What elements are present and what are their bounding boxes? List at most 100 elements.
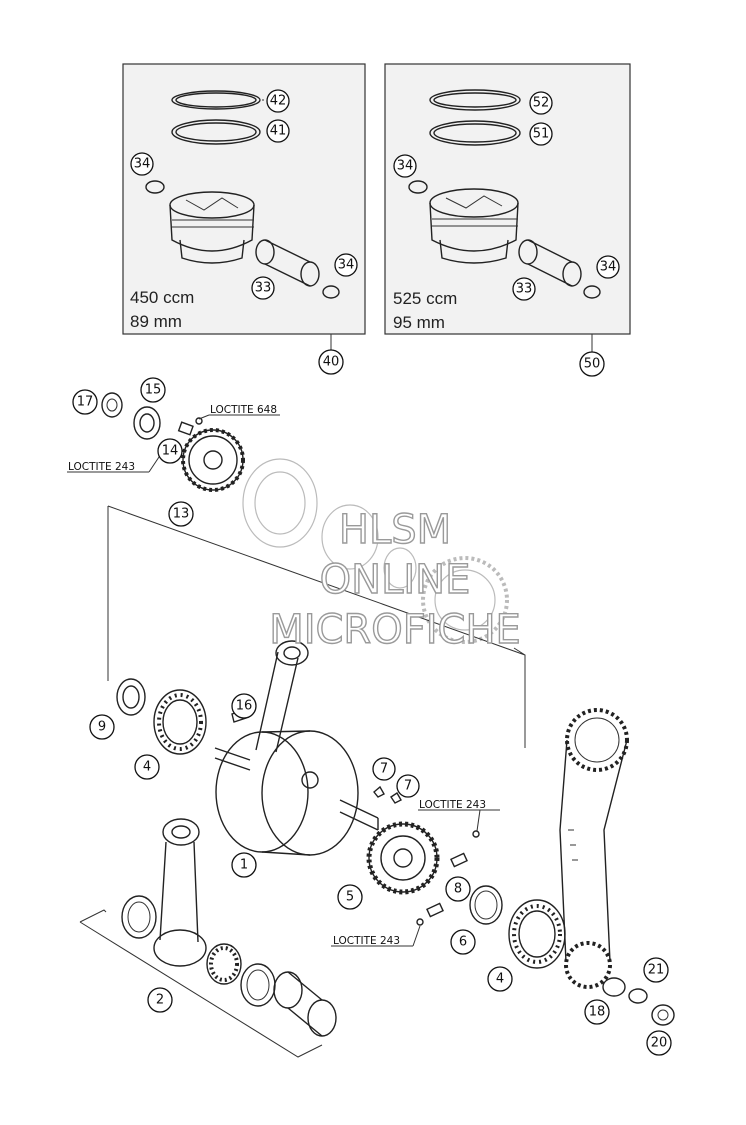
thrust-washer-left [121,895,157,939]
timing-chain-group: 21 18 20 [559,708,675,1056]
callout-4-left[interactable]: 4 [134,754,160,780]
loctite-243-bottom-label: LOCTITE 243 [333,935,400,947]
callout-7b[interactable]: 7 [396,774,420,798]
callout-1[interactable]: 1 [231,852,257,878]
key-7a [373,785,385,798]
bearing-15 [133,406,161,440]
callout-8[interactable]: 8 [445,876,471,902]
piston-525 [429,188,519,264]
svg-text:52: 52 [533,96,550,111]
nut-20 [651,1004,675,1026]
key-7b [390,792,402,804]
crank-pin [273,971,337,1037]
svg-text:18: 18 [589,1005,606,1020]
svg-text:20: 20 [651,1036,668,1051]
primary-gear-group: 7 7 5 8 LOCTITE 243 LOCTITE 243 6 [331,757,566,992]
callout-34-left-450[interactable]: 34 [130,152,154,176]
callout-16[interactable]: 16 [231,693,257,719]
camshaft-sprocket [565,708,629,772]
conrod-kit-group: 2 [79,818,337,1058]
svg-text:41: 41 [270,124,287,139]
svg-text:7: 7 [380,762,388,777]
watermark-line-1: HLSM [339,507,451,553]
callout-50[interactable]: 50 [579,351,605,377]
conrod-2 [153,818,207,967]
svg-text:6: 6 [459,935,467,950]
kit-450-bore: 89 mm [130,312,182,331]
svg-text:13: 13 [173,507,190,522]
callout-51[interactable]: 51 [529,122,553,146]
callout-34-right-450[interactable]: 34 [334,253,358,277]
main-bearing-4-left [153,689,207,755]
kit-450-displacement: 450 ccm [130,288,194,307]
kit-525-frame [384,63,631,335]
balancer-weight-ghost [242,458,509,644]
svg-text:21: 21 [648,963,665,978]
callout-5[interactable]: 5 [337,884,363,910]
needle-bearing [206,943,242,985]
loctite-648-label: LOCTITE 648 [210,404,277,416]
callout-21[interactable]: 21 [643,957,669,983]
svg-text:14: 14 [162,444,179,459]
callout-13[interactable]: 13 [168,501,194,527]
callout-33-450[interactable]: 33 [251,276,275,300]
callout-34-left-525[interactable]: 34 [393,154,417,178]
svg-text:5: 5 [346,890,354,905]
circlip-right-450 [322,285,340,299]
callout-42[interactable]: 42 [266,89,290,113]
main-bearing-4-right [508,899,566,969]
screw-14 [177,417,203,436]
callout-15[interactable]: 15 [140,377,166,403]
svg-text:33: 33 [255,281,272,296]
svg-text:34: 34 [338,258,355,273]
shaft-seal-9 [116,678,146,716]
piston-450 [169,191,255,264]
svg-text:51: 51 [533,127,550,142]
screw-8-lower [416,902,444,926]
circlip-left-450 [145,180,165,194]
callout-40[interactable]: 40 [318,349,344,375]
svg-text:17: 17 [77,395,94,410]
svg-text:2: 2 [156,993,164,1008]
piston-kit-450: 450 ccm 89 mm 42 41 34 34 33 40 [122,63,366,375]
watermark: HLSM ONLINE MICROFICHE [268,506,521,653]
callout-33-525[interactable]: 33 [512,277,536,301]
callout-2[interactable]: 2 [147,987,173,1013]
piston-ring-upper-525 [429,89,521,111]
svg-text:40: 40 [323,355,340,370]
svg-text:7: 7 [404,779,412,794]
callout-20[interactable]: 20 [646,1030,672,1056]
callout-34-right-525[interactable]: 34 [596,255,620,279]
assembly-guide-lines [107,505,526,748]
svg-text:4: 4 [496,972,504,987]
callout-18[interactable]: 18 [584,999,610,1025]
svg-text:4: 4 [143,760,151,775]
svg-text:9: 9 [98,720,106,735]
piston-pin-525 [518,239,582,287]
kit-525-bore: 95 mm [393,313,445,332]
circlip-right-525 [583,285,601,299]
callout-41[interactable]: 41 [266,119,290,143]
piston-ring-lower-525 [429,120,521,146]
callout-9[interactable]: 9 [89,714,115,740]
piston-ring-lower-450 [171,119,261,145]
seal-17 [101,392,123,418]
washer-18 [602,977,626,997]
circlip-left-525 [408,180,428,194]
loctite-243-top-label: LOCTITE 243 [68,461,135,473]
callout-52[interactable]: 52 [529,91,553,115]
callout-4-right[interactable]: 4 [487,966,513,992]
washer-21 [628,988,648,1004]
timing-chain [559,739,628,963]
balancer-gear-13 [181,428,245,492]
callout-17[interactable]: 17 [72,389,98,415]
callout-14[interactable]: 14 [157,438,183,464]
svg-text:50: 50 [584,357,601,372]
svg-text:15: 15 [145,383,162,398]
svg-text:34: 34 [397,159,414,174]
callout-7a[interactable]: 7 [372,757,396,781]
callout-6[interactable]: 6 [450,929,476,955]
loctite-243-right-label: LOCTITE 243 [419,799,486,811]
svg-text:1: 1 [240,858,248,873]
